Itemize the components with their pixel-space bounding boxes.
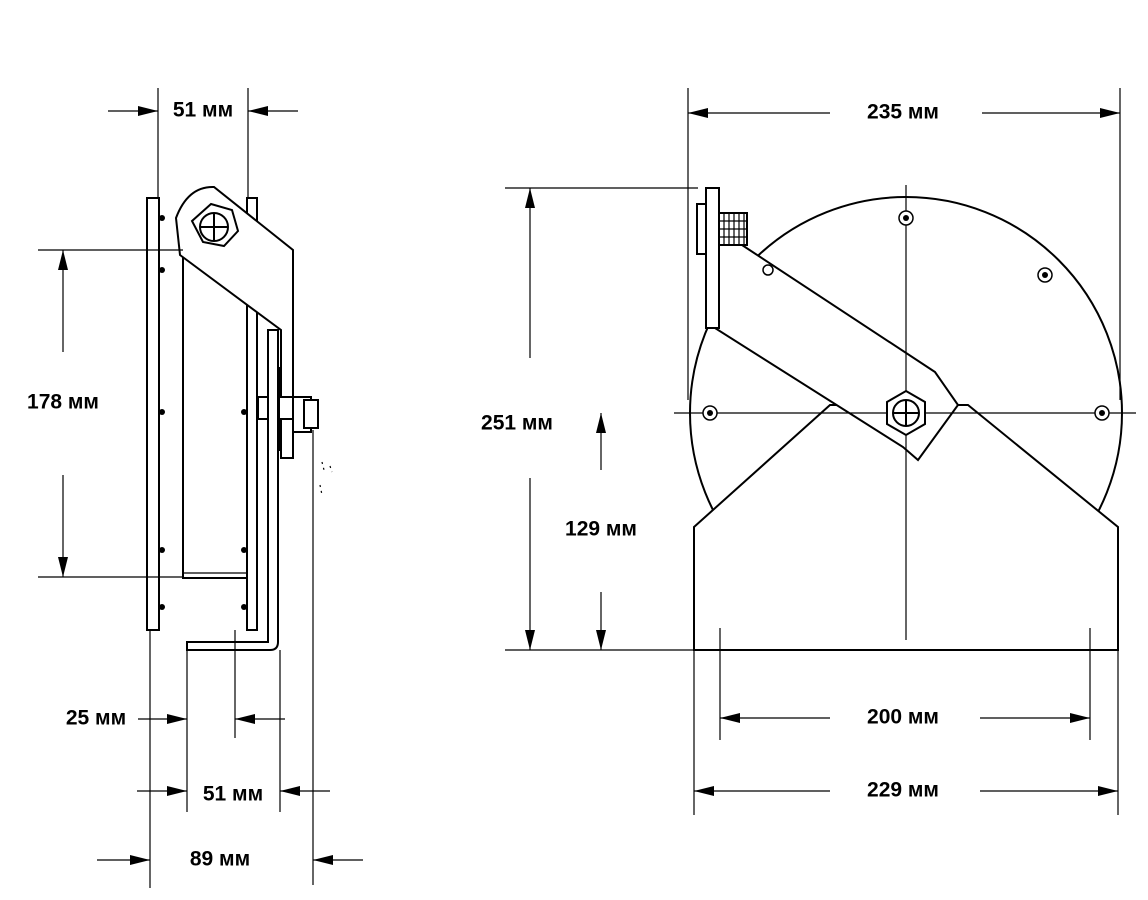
side-view: 51 мм 178 мм 25 мм 51 мм 89 мм	[27, 88, 363, 888]
side-foot	[186, 329, 279, 651]
side-dim-base-offset: 25 мм	[66, 707, 126, 730]
side-dim-height: 178 мм	[27, 391, 99, 414]
front-bracket	[705, 187, 720, 329]
side-dim-total-depth: 89 мм	[190, 848, 250, 871]
side-drum	[182, 247, 250, 579]
front-dim-overall-width: 235 мм	[867, 101, 939, 124]
front-view: 235 мм 251 мм 129 мм 200 мм 229 мм	[481, 88, 1136, 815]
front-dim-overall-height: 251 мм	[481, 412, 553, 435]
front-dim-axle-height: 129 мм	[565, 518, 637, 541]
front-dim-base-width: 229 мм	[867, 779, 939, 802]
front-spring	[718, 212, 748, 246]
front-dim-mount-holes: 200 мм	[867, 706, 939, 729]
side-dim-top-width: 51 мм	[173, 99, 233, 122]
side-dim-base-width: 51 мм	[203, 783, 263, 806]
side-back-plate	[146, 197, 160, 631]
